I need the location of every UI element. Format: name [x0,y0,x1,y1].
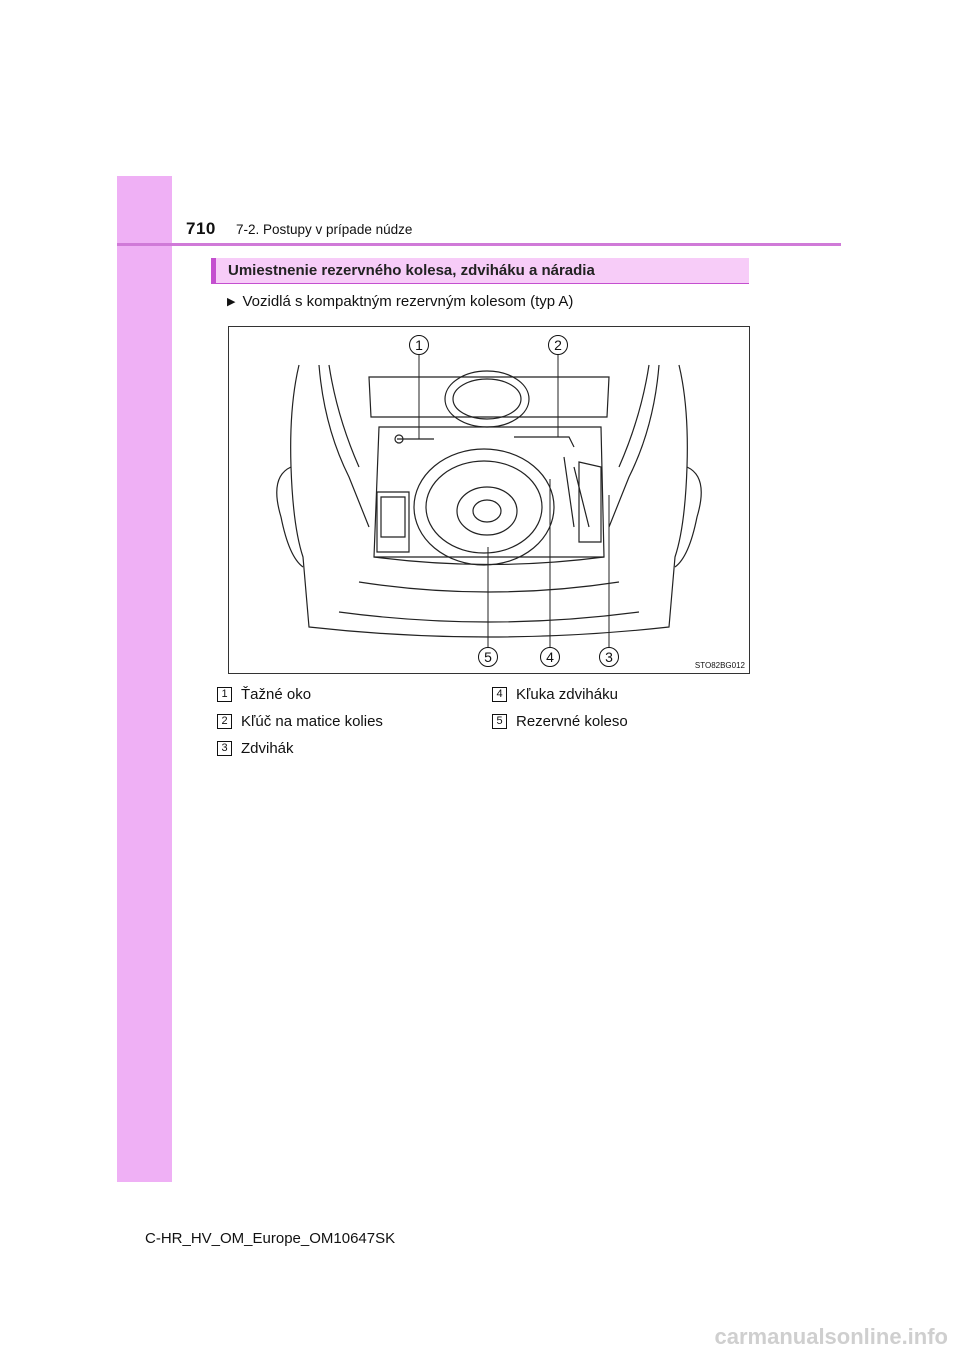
legend-number: 2 [217,714,232,729]
callout-leaders [418,355,610,647]
callout-5: 5 [478,647,498,667]
legend-label: Kľuka zdviháku [516,686,618,703]
trunk-drawing [276,364,702,638]
callout-3: 3 [599,647,619,667]
legend-number: 4 [492,687,507,702]
legend-label: Zdvihák [241,740,294,757]
callout-1: 1 [409,335,429,355]
legend-label: Kľúč na matice kolies [241,713,383,730]
chapter-title: 7-2. Postupy v prípade núdze [236,222,413,237]
figure-code: STO82BG012 [694,661,745,670]
section-heading: Umiestnenie rezervného kolesa, zdviháku … [211,258,749,284]
legend-number: 3 [217,741,232,756]
legend-label: Ťažné oko [241,686,312,703]
legend-number: 5 [492,714,507,729]
site-watermark: carmanualsonline.info [714,1324,949,1349]
header-divider [117,243,841,246]
bullet-triangle-icon: ▶ [227,296,236,308]
trunk-illustration: 1 2 3 4 5 STO82BG012 [228,326,750,674]
document-code: C-HR_HV_OM_Europe_OM10647SK [145,1230,396,1247]
chapter-side-strip [117,176,172,1182]
callout-2: 2 [548,335,568,355]
vehicle-variant-text: Vozidlá s kompaktným rezervným kolesom (… [242,293,574,310]
legend-label: Rezervné koleso [516,713,628,730]
vehicle-variant-line: ▶ Vozidlá s kompaktným rezervným kolesom … [227,293,573,310]
legend-number: 1 [217,687,232,702]
page-number: 710 [186,219,216,238]
callout-4: 4 [540,647,560,667]
